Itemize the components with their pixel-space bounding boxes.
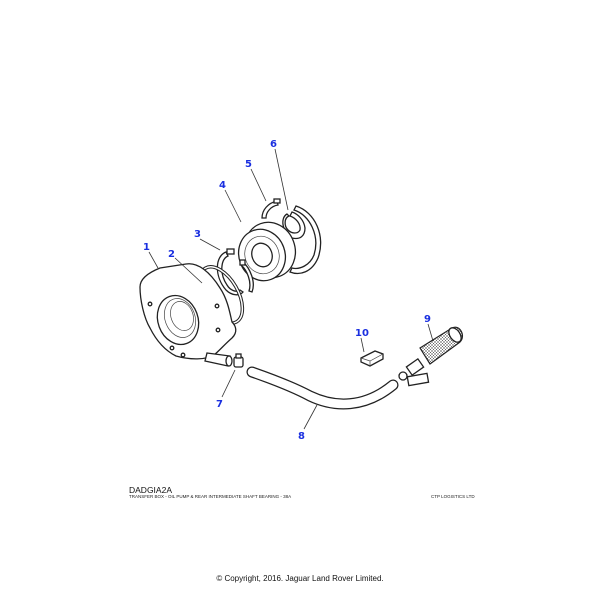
part-4-bearing[interactable] [231,215,303,287]
callout-6[interactable]: 6 [270,139,277,150]
callout-2[interactable]: 2 [168,249,175,260]
part-10-pad[interactable] [360,350,384,367]
copyright-notice: © Copyright, 2016. Jaguar Land Rover Lim… [216,574,384,583]
callout-8[interactable]: 8 [298,431,305,442]
diagram-code: DADGIA2A [129,485,172,495]
callout-9[interactable]: 9 [424,314,431,325]
diagram-description: TRANSFER BOX - OIL PUMP & REAR INTERMEDI… [129,494,292,499]
part-9-strainer[interactable] [398,326,464,387]
part-7-hose-clip[interactable] [233,353,244,368]
callout-3[interactable]: 3 [194,229,201,240]
callout-10[interactable]: 10 [355,328,369,339]
leader-lines [148,148,434,430]
callout-7[interactable]: 7 [216,399,223,410]
company-name: CTP LOGISTICS LTD [431,494,475,499]
part-pickup-pipe [204,352,233,367]
part-6-snap-ring[interactable] [289,205,322,275]
part-1-oil-pump-housing[interactable] [139,263,237,360]
part-8-hose[interactable] [246,366,399,410]
callout-4[interactable]: 4 [219,180,226,191]
callout-5[interactable]: 5 [245,159,252,170]
callout-1[interactable]: 1 [143,242,150,253]
